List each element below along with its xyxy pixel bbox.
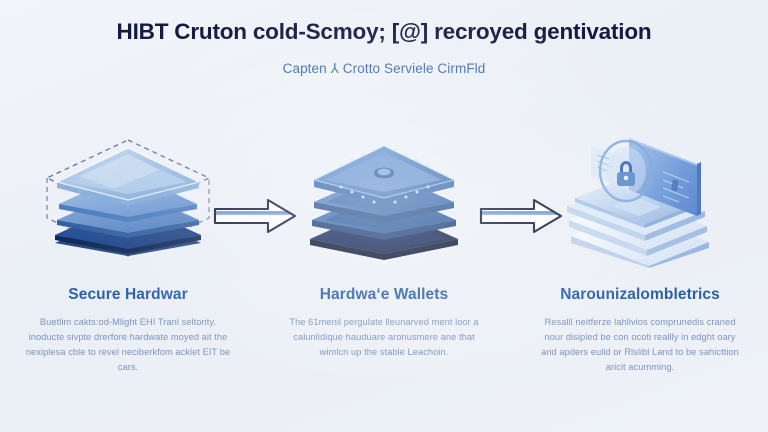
header: HIBT Cruton cold-Scmoy; [@] recroyed gen… [0,0,768,77]
step-2-heading: Hardwa‘e Wallets [319,286,449,303]
layer-stack-dark-icon [295,132,473,264]
page-subtitle: Capten ⅄ Crotto Serviele CirmFld [282,61,486,76]
isometric-laptop-lock-icon [551,128,729,268]
step-3-illustration [525,122,755,274]
step-card-2: Hardwa‘e Wallets The 61menil pergulate l… [256,122,512,432]
step-card-3: Narounizalombletrics Resalll neitferze l… [512,122,768,432]
step-card-1: Secure Hardwar Buetlim cakts:od-Mlight E… [0,122,256,432]
step-1-heading: Secure Hardwar [68,286,188,303]
step-2-body: The 61menil pergulate lleunarved ment lo… [289,316,479,357]
step-1-illustration [13,122,243,274]
step-1-body: Buetlim cakts:od-Mlight EHI Tranl seltor… [25,316,231,372]
step-3-heading: Narounizalombletrics [560,286,720,303]
step-3-body: Resalll neitferze lahlivios comprunedis … [541,316,739,372]
layer-stack-light-icon [39,132,217,264]
step-2-illustration [269,122,499,274]
page-title: HIBT Cruton cold-Scmoy; [@] recroyed gen… [116,19,652,44]
steps-row: Secure Hardwar Buetlim cakts:od-Mlight E… [0,122,768,432]
